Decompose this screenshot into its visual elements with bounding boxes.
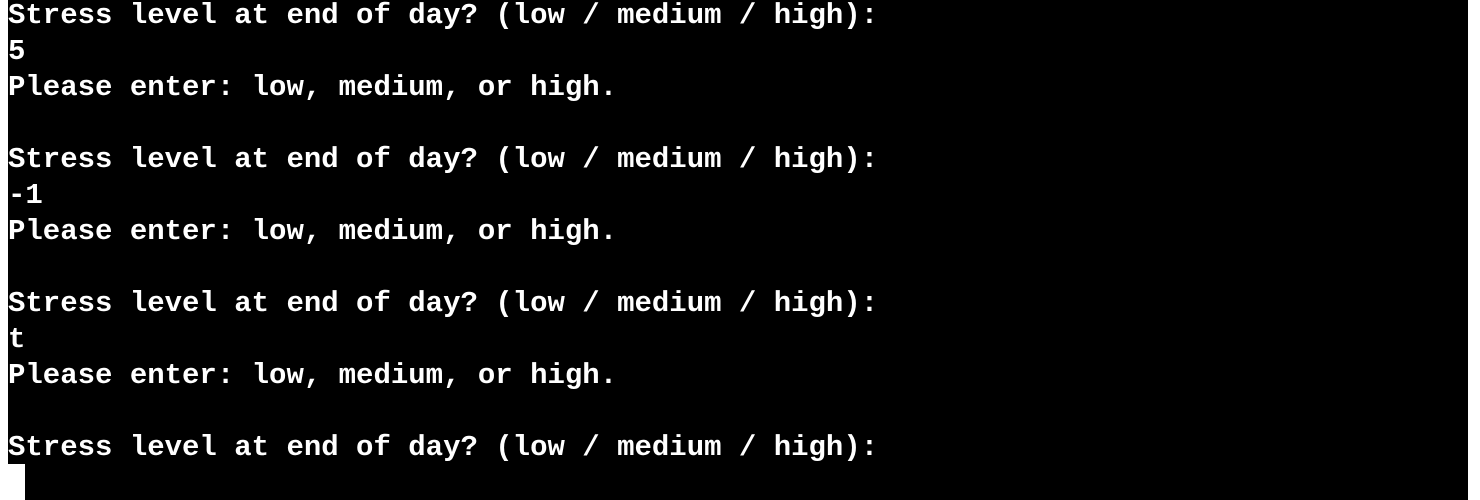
prompt-line: Stress level at end of day? (low / mediu…: [8, 143, 879, 176]
error-line: Please enter: low, medium, or high.: [8, 71, 618, 104]
user-input-line: -1: [8, 179, 43, 212]
error-line: Please enter: low, medium, or high.: [8, 359, 618, 392]
prompt-line: Stress level at end of day? (low / mediu…: [8, 0, 879, 32]
user-input-line: t: [8, 323, 26, 356]
text-cursor: [8, 464, 25, 500]
prompt-line: Stress level at end of day? (low / mediu…: [8, 287, 879, 320]
prompt-line: Stress level at end of day? (low / mediu…: [8, 431, 879, 464]
terminal-output[interactable]: Stress level at end of day? (low / mediu…: [8, 0, 1468, 500]
error-line: Please enter: low, medium, or high.: [8, 215, 618, 248]
user-input-line: 5: [8, 35, 26, 68]
